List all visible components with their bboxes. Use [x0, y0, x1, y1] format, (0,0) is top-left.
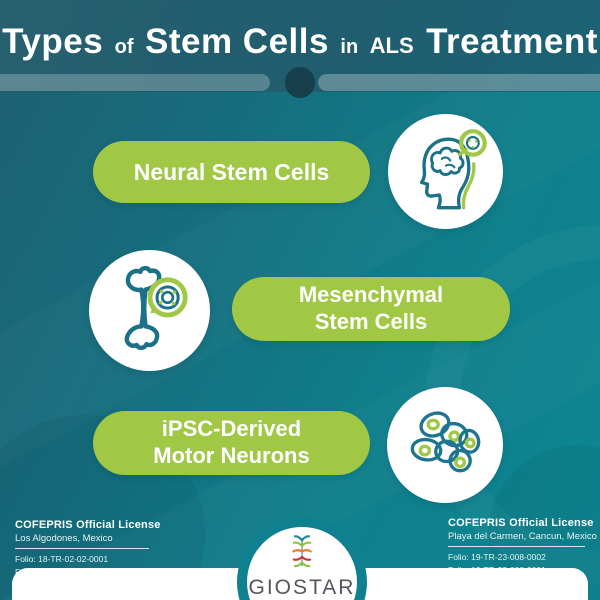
license-folio: Folio: 19-TR-23-008-0002 [448, 552, 546, 562]
license-title: COFEPRIS Official License [15, 519, 161, 531]
title-segment: in [340, 36, 359, 58]
header-band: Types of Stem Cells in ALS Treatment [0, 0, 600, 98]
title-segment: Stem Cells [144, 22, 329, 61]
title-segment: Treatment [426, 22, 598, 61]
license-folio: Folio: 18-TR-02-02-0001 [15, 554, 109, 564]
title-segment: Types [2, 22, 104, 61]
pill-neural-stem-cells: Neural Stem Cells [93, 141, 370, 203]
pill-label-line: Mesenchymal [298, 282, 444, 308]
pill-mesenchymal-stem-cells: Mesenchymal Stem Cells [232, 277, 510, 341]
giostar-logo: GIOSTAR MEXICO [247, 527, 357, 600]
icon-circle-mesenchymal [89, 250, 210, 371]
giostar-tree-icon [284, 533, 320, 576]
cell-cluster-icon [403, 401, 487, 490]
license-divider [448, 546, 585, 547]
license-divider [15, 548, 149, 549]
divider-dot [285, 67, 315, 98]
pill-label-line: Stem Cells [314, 309, 428, 334]
divider-bar-left [0, 74, 270, 91]
pill-label-line: iPSC-Derived [161, 416, 302, 442]
title-segment: of [114, 36, 134, 58]
icon-circle-neural [388, 114, 503, 229]
pill-ipsc-motor-neurons: iPSC-Derived Motor Neurons [93, 411, 370, 475]
bone-cell-icon [106, 264, 194, 357]
divider-bar-right [318, 74, 600, 91]
head-brain-cell-icon [404, 127, 488, 216]
title-segment: ALS [369, 33, 414, 58]
license-title: COFEPRIS Official License [448, 517, 594, 529]
page-title: Types of Stem Cells in ALS Treatment [0, 22, 600, 62]
icon-circle-ipsc [387, 387, 503, 503]
pill-label: Neural Stem Cells [133, 158, 330, 185]
license-location: Los Algodones, Mexico [15, 533, 113, 544]
pill-label-line: Motor Neurons [153, 443, 310, 468]
license-location: Playa del Carmen, Cancun, Mexico [448, 531, 597, 542]
giostar-brand-text: GIOSTAR [248, 576, 356, 599]
